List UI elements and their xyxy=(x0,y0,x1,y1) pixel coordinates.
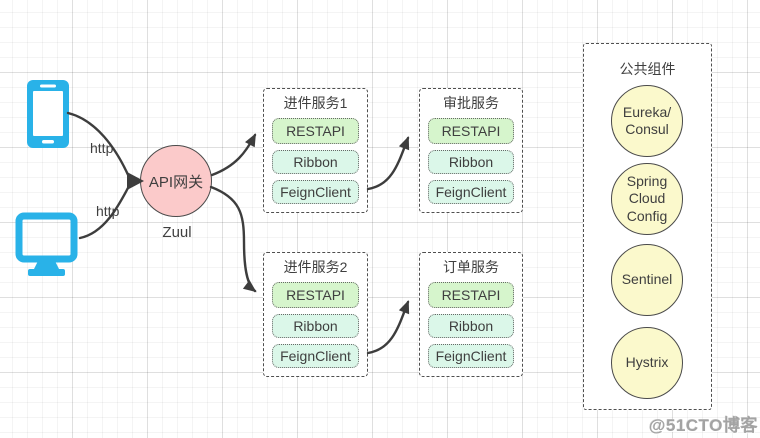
component-feignclient: FeignClient xyxy=(428,180,514,204)
common-panel-title: 公共组件 xyxy=(619,61,676,77)
service-box-order: 订单服务 RESTAPI Ribbon FeignClient xyxy=(419,252,523,377)
desktop-computer-icon xyxy=(15,212,78,278)
service-box-approval: 审批服务 RESTAPI Ribbon FeignClient xyxy=(419,88,523,213)
component-restapi: RESTAPI xyxy=(428,282,514,308)
arrow-gateway-to-intake2 xyxy=(209,185,257,293)
common-item-sentinel: Sentinel xyxy=(611,244,683,316)
component-ribbon: Ribbon xyxy=(272,150,359,174)
component-ribbon: Ribbon xyxy=(272,314,359,338)
service-box-intake-2: 进件服务2 RESTAPI Ribbon FeignClient xyxy=(263,252,368,377)
component-ribbon: Ribbon xyxy=(428,314,514,338)
service-title: 进件服务1 xyxy=(283,95,348,111)
service-title: 进件服务2 xyxy=(283,259,348,275)
gateway-caption: Zuul xyxy=(162,224,192,241)
common-item-hystrix: Hystrix xyxy=(611,327,683,399)
component-ribbon: Ribbon xyxy=(428,150,514,174)
api-gateway-node: API网关 xyxy=(140,145,212,217)
common-item-eureka-consul: Eureka/ Consul xyxy=(611,85,683,157)
service-box-intake-1: 进件服务1 RESTAPI Ribbon FeignClient xyxy=(263,88,368,213)
watermark: @51CTO博客 xyxy=(648,416,758,435)
arrow-intake2-to-order xyxy=(366,300,410,355)
component-feignclient: FeignClient xyxy=(272,180,359,204)
http-label-mobile: http xyxy=(90,140,114,156)
component-restapi: RESTAPI xyxy=(272,118,359,144)
common-item-spring-cloud-config: Spring Cloud Config xyxy=(611,163,683,235)
arrow-intake1-to-approval xyxy=(366,136,410,191)
component-restapi: RESTAPI xyxy=(272,282,359,308)
api-gateway-label: API网关 xyxy=(148,173,204,191)
arrow-gateway-to-intake1 xyxy=(210,133,257,177)
service-title: 审批服务 xyxy=(443,95,499,111)
mobile-phone-icon xyxy=(26,79,70,149)
component-feignclient: FeignClient xyxy=(428,344,514,368)
http-label-desktop: http xyxy=(96,203,120,219)
component-feignclient: FeignClient xyxy=(272,344,359,368)
service-title: 订单服务 xyxy=(443,259,499,275)
component-restapi: RESTAPI xyxy=(428,118,514,144)
